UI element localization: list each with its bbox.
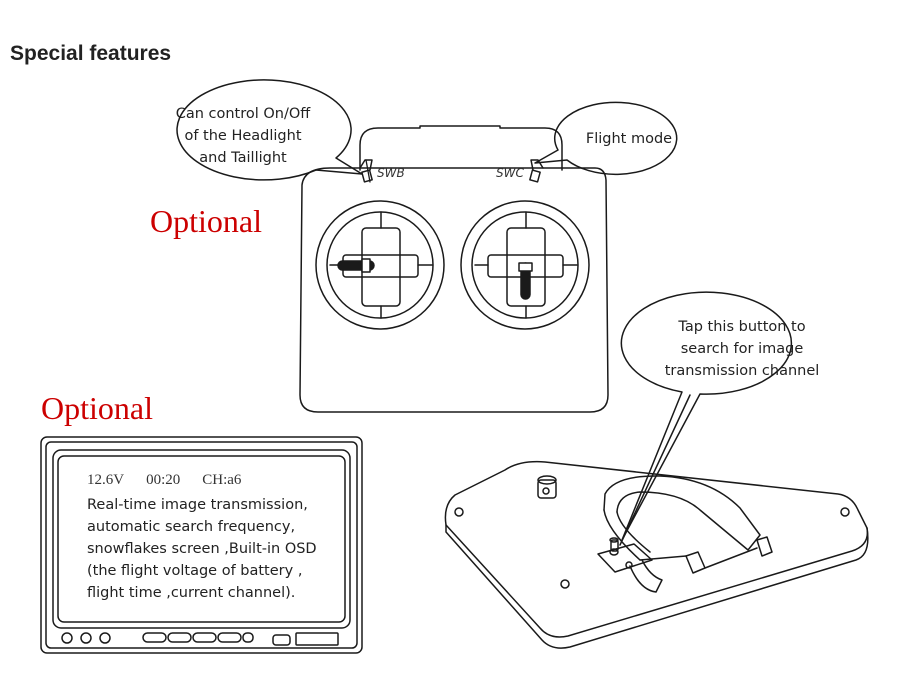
callout-search-line: search for image bbox=[680, 341, 804, 357]
callout-flight-mode-line: Flight mode bbox=[585, 131, 673, 147]
osd-channel: CH:a6 bbox=[202, 472, 242, 488]
optional-label-remote: Optional bbox=[150, 203, 262, 239]
optional-label-monitor: Optional bbox=[41, 390, 153, 426]
osd-voltage: 12.6V bbox=[87, 472, 125, 488]
screen-description-line: Real-time image transmission, bbox=[87, 497, 308, 513]
screen-description-line: snowflakes screen ,Built-in OSD bbox=[87, 541, 317, 557]
callout-search-button: Tap this button to search for image tran… bbox=[662, 316, 822, 382]
screen-description-line: flight time ,current channel). bbox=[87, 585, 296, 601]
callout-flight-mode: Flight mode bbox=[568, 128, 690, 150]
callout-headlight-line: of the Headlight bbox=[184, 128, 302, 144]
callout-bubbles bbox=[176, 79, 793, 546]
screen-description-line: (the flight voltage of battery , bbox=[87, 563, 303, 579]
osd-time: 00:20 bbox=[146, 472, 181, 488]
callout-search-line: transmission channel bbox=[664, 363, 820, 379]
swb-label: SWB bbox=[377, 166, 405, 180]
callout-headlight-line: and Taillight bbox=[199, 150, 287, 166]
callout-headlight: Can control On/Off of the Headlight and … bbox=[158, 103, 328, 169]
callout-headlight-line: Can control On/Off bbox=[175, 106, 311, 122]
receiver-box bbox=[444, 460, 869, 649]
swc-label: SWC bbox=[496, 166, 524, 180]
monitor bbox=[40, 436, 363, 654]
screen-description-line: automatic search frequency, bbox=[87, 519, 296, 535]
screen-description: Real-time image transmission, automatic … bbox=[87, 494, 317, 604]
callout-search-line: Tap this button to bbox=[678, 319, 806, 335]
page-title: Special features bbox=[10, 42, 172, 65]
osd-readout: 12.6V 00:20 CH:a6 bbox=[87, 472, 263, 489]
remote-controller bbox=[299, 125, 609, 413]
